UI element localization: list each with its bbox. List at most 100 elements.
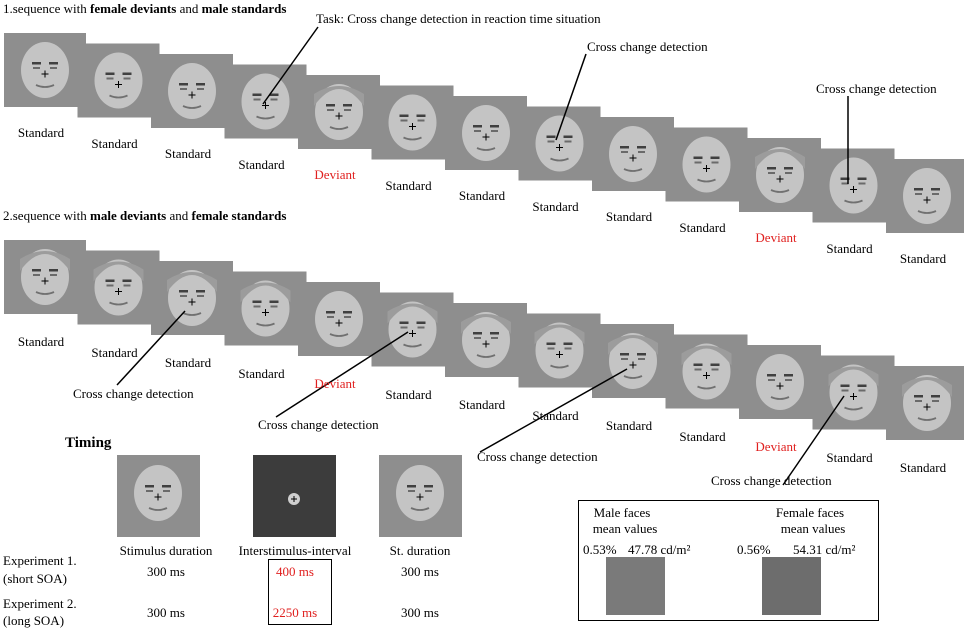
face-icon xyxy=(756,147,804,203)
sequence2-stimulus-tile xyxy=(151,261,233,335)
cross-change-annotation: Cross change detection xyxy=(711,473,832,488)
sequence2-stimulus-tile xyxy=(665,334,748,409)
timing-column-stimulus: Stimulus duration xyxy=(119,543,213,558)
cross-change-annotation: Cross change detection xyxy=(73,386,194,401)
sequence2-stimulus-label: Standard xyxy=(532,407,579,423)
sequence1-stimulus-tile xyxy=(665,127,748,202)
timing-st-duration-tile xyxy=(379,455,462,537)
face-icon xyxy=(829,364,878,421)
face-icon xyxy=(241,280,290,337)
experiment1-stimulus-value: 300 ms xyxy=(147,564,185,579)
face-icon xyxy=(682,343,731,400)
experiment1-sublabel: (short SOA) xyxy=(3,571,67,586)
sequence1-stimulus-tile xyxy=(812,148,895,223)
cross-change-annotation: Cross change detection xyxy=(587,39,708,54)
sequence1-stimulus-label: Deviant xyxy=(755,230,797,245)
sequence2-stimulus-label: Standard xyxy=(385,386,432,402)
sequence1-stimulus-tile xyxy=(592,117,674,191)
sequence2-stimulus-label: Standard xyxy=(238,365,285,381)
sequence1-stimulus-label: Standard xyxy=(826,240,873,256)
sequence1-stimulus-label: Standard xyxy=(605,209,653,224)
sequence2-stimulus-tile xyxy=(445,303,527,377)
sequence1-stimulus-label: Standard xyxy=(899,251,947,266)
face-icon xyxy=(682,136,731,193)
sequence2-stimulus-tile xyxy=(592,324,674,398)
face-icon xyxy=(388,301,437,358)
face-icon xyxy=(462,105,510,161)
female-mean-values-label: mean values xyxy=(780,521,846,536)
timing-stimulus-tile xyxy=(117,455,200,537)
face-icon xyxy=(535,115,584,172)
female-faces-label: Female faces xyxy=(775,505,845,520)
male-faces-label: Male faces xyxy=(593,505,651,520)
sequence2-stimulus-tile xyxy=(518,313,601,388)
sequence2-stimulus-tile xyxy=(77,250,160,325)
sequence1-stimulus-tile xyxy=(151,54,233,128)
face-icon xyxy=(903,168,951,224)
sequence1-stimulus-tile xyxy=(371,85,454,160)
sequence2-stimulus-label: Standard xyxy=(91,344,138,360)
experiment1-label: Experiment 1. xyxy=(3,553,77,568)
sequence1-stimulus-tile xyxy=(739,138,821,212)
face-icon xyxy=(315,291,363,347)
face-icon xyxy=(609,126,657,182)
experiment2-stimulus-value: 300 ms xyxy=(147,605,185,620)
sequence2-stimulus-tile xyxy=(739,345,821,419)
male-mean-values-label: mean values xyxy=(592,521,658,536)
cross-change-annotation: Cross change detection xyxy=(477,449,598,464)
face-icon xyxy=(134,465,182,521)
experiment2-label: Experiment 2. xyxy=(3,596,77,611)
face-icon xyxy=(535,322,584,379)
sequence2-stimulus-tile xyxy=(224,271,307,346)
timing-heading: Timing xyxy=(65,435,112,451)
annotation-pointer-line xyxy=(262,26,319,105)
annotation-pointer-line xyxy=(479,368,628,453)
sequence1-stimulus-label: Standard xyxy=(385,177,432,193)
sequence2-stimulus-label: Standard xyxy=(899,460,947,475)
face-icon xyxy=(829,157,878,214)
face-icon xyxy=(21,249,69,305)
face-icon xyxy=(756,354,804,410)
sequence1-stimulus-label: Standard xyxy=(458,188,506,203)
face-icon xyxy=(315,84,363,140)
sequence1-stimulus-label: Standard xyxy=(679,219,726,235)
sequence2-stimulus-label: Standard xyxy=(679,428,726,444)
sequence2-stimulus-label: Standard xyxy=(17,334,65,349)
male-luminance-value: 47.78 cd/m² xyxy=(628,542,691,557)
annotation-pointer-line xyxy=(275,331,409,418)
face-icon xyxy=(903,375,951,431)
cross-change-annotation: Cross change detection xyxy=(816,81,937,96)
timing-column-isi: Interstimulus-interval xyxy=(238,543,352,558)
sequence1-stimulus-label: Standard xyxy=(17,125,65,140)
face-icon xyxy=(396,465,444,521)
female-luminance-value: 54.31 cd/m² xyxy=(793,542,856,557)
timing-column-st-duration: St. duration xyxy=(389,543,451,558)
sequence1-title: 1.sequence with female deviants and male… xyxy=(3,1,287,16)
sequence2-stimulus-label: Standard xyxy=(605,418,653,433)
annotation-pointer-line xyxy=(555,53,587,141)
sequence2-stimulus-tile xyxy=(4,240,86,314)
annotation-pointer-line xyxy=(116,310,186,386)
luminance-box xyxy=(578,500,879,621)
experiment1-st-duration-value: 300 ms xyxy=(401,564,439,579)
face-icon xyxy=(21,42,69,98)
isi-highlight-box xyxy=(268,559,332,625)
sequence1-stimulus-label: Standard xyxy=(91,135,138,151)
cross-change-annotation: Cross change detection xyxy=(258,417,379,432)
female-luminance-swatch xyxy=(762,557,821,615)
annotation-pointer-line xyxy=(782,395,845,486)
sequence1-stimulus-tile xyxy=(4,33,86,107)
sequence1-stimulus-tile xyxy=(518,106,601,181)
sequence1-stimulus-label: Standard xyxy=(532,198,579,214)
sequence1-stimulus-tile xyxy=(77,43,160,118)
face-icon xyxy=(168,270,216,326)
experiment1-isi-value: 400 ms xyxy=(276,564,314,579)
sequence1-stimulus-tile xyxy=(298,75,380,149)
sequence2-stimulus-label: Standard xyxy=(826,449,873,465)
sequence1-stimulus-tile xyxy=(445,96,527,170)
female-percent: 0.56% xyxy=(737,542,771,557)
face-icon xyxy=(168,63,216,119)
male-luminance-swatch xyxy=(606,557,665,615)
sequence1-stimulus-label: Standard xyxy=(238,156,285,172)
